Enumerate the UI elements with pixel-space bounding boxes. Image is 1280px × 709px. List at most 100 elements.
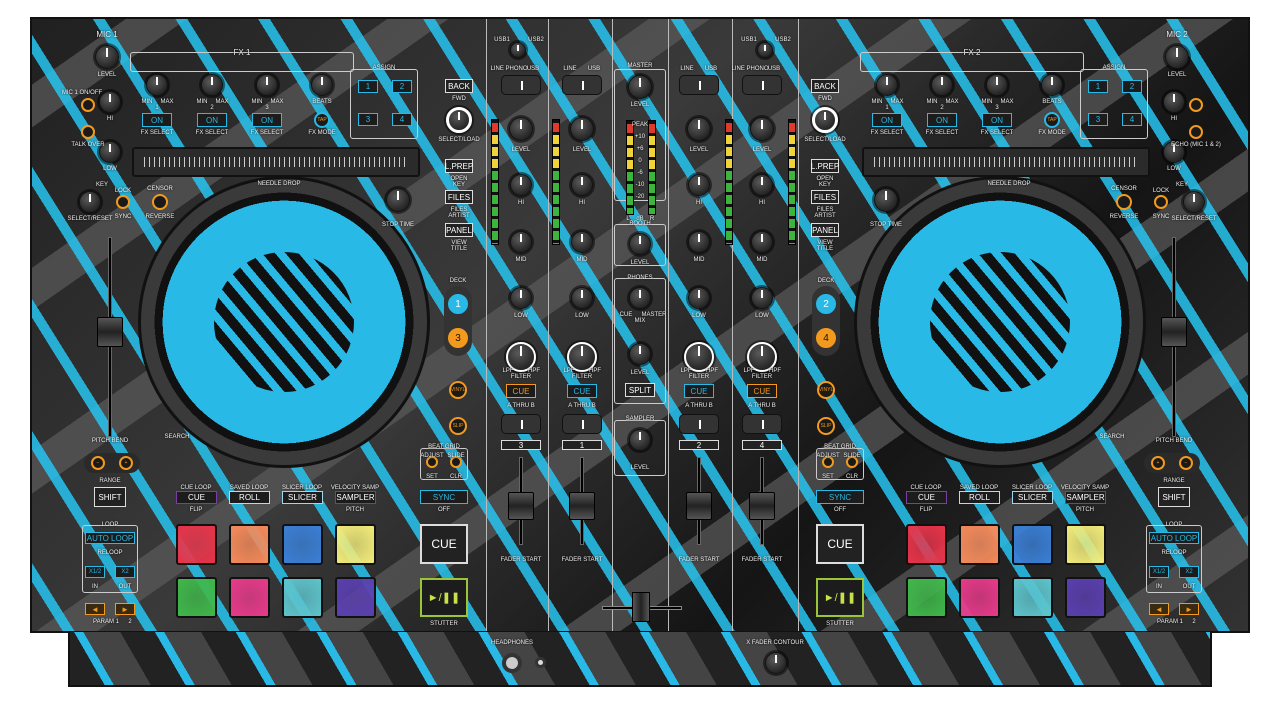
tap-button[interactable]: TAP	[1044, 112, 1060, 128]
eq-low-knob[interactable]	[688, 287, 710, 309]
eq-mid-knob[interactable]	[571, 231, 593, 253]
cue-button[interactable]: CUE	[420, 524, 468, 564]
booth-level-knob[interactable]	[629, 233, 651, 255]
tap-button[interactable]: TAP	[314, 112, 330, 128]
sync-button[interactable]: SYNC	[420, 490, 468, 504]
performance-pad-8[interactable]	[335, 577, 376, 618]
jog-wheel[interactable]	[138, 176, 430, 468]
eq-low-knob[interactable]	[751, 287, 773, 309]
back-button[interactable]: BACK	[445, 79, 473, 93]
channel-cue-button[interactable]: CUE	[684, 384, 714, 398]
eq-mid-knob[interactable]	[688, 231, 710, 253]
needle-drop-strip[interactable]	[132, 147, 420, 177]
mic-on-button[interactable]	[81, 98, 95, 112]
performance-pad-2[interactable]	[229, 524, 270, 565]
mic-on-button[interactable]	[1189, 98, 1203, 112]
fx-on-button-1[interactable]: ON	[872, 113, 902, 127]
slide-button[interactable]	[846, 456, 858, 468]
input-selector-switch[interactable]	[501, 75, 541, 95]
channel-cue-button[interactable]: CUE	[747, 384, 777, 398]
pitch-fader-handle[interactable]	[97, 317, 123, 347]
assign-button-2[interactable]: 2	[1122, 80, 1142, 93]
mic-hi-knob[interactable]	[1163, 91, 1185, 113]
vinyl-button[interactable]: VINYL	[817, 381, 835, 399]
performance-pad-5[interactable]	[906, 577, 947, 618]
loop-double-button[interactable]: X2	[115, 566, 135, 578]
headphones-jack-large[interactable]	[502, 653, 522, 673]
input-selector-switch[interactable]	[742, 75, 782, 95]
pad-mode-slicer-button[interactable]: SLICER	[282, 491, 323, 504]
slide-button[interactable]	[450, 456, 462, 468]
performance-pad-7[interactable]	[282, 577, 323, 618]
performance-pad-2[interactable]	[959, 524, 1000, 565]
fx-knob-3[interactable]	[256, 74, 278, 96]
performance-pad-4[interactable]	[335, 524, 376, 565]
channel-number[interactable]: 4	[742, 440, 782, 450]
loop-double-button[interactable]: X2	[1179, 566, 1199, 578]
censor-button[interactable]	[1116, 194, 1132, 210]
talk-over-button[interactable]	[81, 125, 95, 139]
crossfader-assign-switch[interactable]	[562, 414, 602, 434]
lprep-button[interactable]: L.PREP	[445, 159, 473, 173]
filter-knob[interactable]	[684, 342, 714, 372]
pad-mode-cue-button[interactable]: CUE	[176, 491, 217, 504]
filter-knob[interactable]	[506, 342, 536, 372]
auto-loop-button[interactable]: AUTO LOOP	[1149, 532, 1199, 544]
master-level-knob[interactable]	[628, 75, 652, 99]
panel-button[interactable]: PANEL	[445, 223, 473, 237]
channel-fader-handle[interactable]	[686, 492, 712, 520]
xfader-contour-knob[interactable]	[765, 652, 787, 674]
fx-on-button-2[interactable]: ON	[927, 113, 957, 127]
files-button[interactable]: FILES	[445, 190, 473, 204]
deck-button-4[interactable]: 4	[816, 328, 836, 348]
channel-level-knob[interactable]	[750, 117, 774, 141]
channel-level-knob[interactable]	[687, 117, 711, 141]
crossfader-assign-switch[interactable]	[501, 414, 541, 434]
back-button[interactable]: BACK	[811, 79, 839, 93]
fx-on-button-3[interactable]: ON	[252, 113, 282, 127]
mic-hi-knob[interactable]	[99, 91, 121, 113]
fx-on-button-2[interactable]: ON	[197, 113, 227, 127]
pitch-fader-handle[interactable]	[1161, 317, 1187, 347]
fx-knob-1[interactable]	[146, 74, 168, 96]
adjust-button[interactable]	[426, 456, 438, 468]
performance-pad-7[interactable]	[1012, 577, 1053, 618]
fx-knob-2[interactable]	[201, 74, 223, 96]
key-knob[interactable]	[79, 191, 101, 213]
talk-over-button[interactable]	[1189, 125, 1203, 139]
deck-button-1[interactable]: 1	[448, 294, 468, 314]
key-sync-button[interactable]	[1154, 195, 1168, 209]
channel-fader-handle[interactable]	[569, 492, 595, 520]
assign-button-1[interactable]: 1	[1088, 80, 1108, 93]
channel-cue-button[interactable]: CUE	[506, 384, 536, 398]
mic-level-knob[interactable]	[1165, 45, 1189, 69]
param-left-button[interactable]: ◄	[85, 603, 105, 615]
play-pause-button[interactable]: ►/❚❚	[816, 578, 864, 617]
sync-button[interactable]: SYNC	[816, 490, 864, 504]
phones-level-knob[interactable]	[629, 343, 651, 365]
crossfader-handle[interactable]	[632, 592, 650, 622]
pitch-bend-minus-button[interactable]: −	[1179, 456, 1193, 470]
performance-pad-4[interactable]	[1065, 524, 1106, 565]
crossfader-assign-switch[interactable]	[742, 414, 782, 434]
input-selector-switch[interactable]	[679, 75, 719, 95]
vinyl-button[interactable]: VINYL	[449, 381, 467, 399]
performance-pad-6[interactable]	[229, 577, 270, 618]
channel-fader-handle[interactable]	[508, 492, 534, 520]
assign-button-3[interactable]: 3	[358, 113, 378, 126]
usb-selector-right[interactable]	[757, 42, 773, 58]
assign-button-3[interactable]: 3	[1088, 113, 1108, 126]
assign-button-2[interactable]: 2	[392, 80, 412, 93]
param-right-button[interactable]: ►	[1179, 603, 1199, 615]
eq-mid-knob[interactable]	[510, 231, 532, 253]
mic-low-knob[interactable]	[1163, 141, 1185, 163]
lprep-button[interactable]: L.PREP	[811, 159, 839, 173]
fx-knob-1[interactable]	[876, 74, 898, 96]
assign-button-4[interactable]: 4	[1122, 113, 1142, 126]
mic-low-knob[interactable]	[99, 141, 121, 163]
panel-button[interactable]: PANEL	[811, 223, 839, 237]
headphones-jack-small[interactable]	[535, 657, 546, 668]
pitch-bend-minus-button[interactable]: −	[91, 456, 105, 470]
needle-drop-strip[interactable]	[862, 147, 1150, 177]
performance-pad-8[interactable]	[1065, 577, 1106, 618]
